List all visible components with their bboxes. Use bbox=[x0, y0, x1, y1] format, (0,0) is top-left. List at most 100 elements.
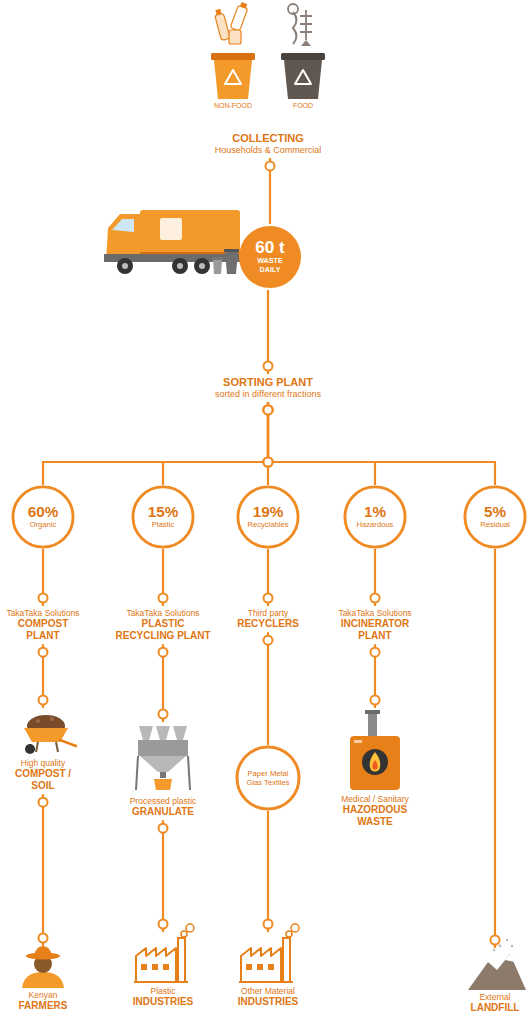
incinerator-part bbox=[365, 710, 380, 714]
product-node: Medical / SanitaryHAZORDOUS WASTE bbox=[325, 708, 425, 830]
node-heading: 19% bbox=[253, 504, 284, 520]
product-node: Processed plasticGRANULATE bbox=[113, 722, 213, 820]
incinerator-part bbox=[350, 736, 400, 790]
connector-dot bbox=[159, 824, 168, 833]
small-bins-part bbox=[225, 252, 238, 274]
node-text: GRANULATE bbox=[115, 806, 211, 818]
food-scraps-icon-part bbox=[293, 12, 297, 44]
connector-dot bbox=[264, 458, 273, 467]
garbage-truck-part bbox=[194, 258, 210, 274]
fraction-circle: 5%Residual bbox=[463, 485, 527, 549]
incinerator-part bbox=[368, 712, 377, 736]
node-heading: 60% bbox=[28, 504, 59, 520]
circle-shape bbox=[133, 487, 193, 547]
stage-label: COLLECTINGHouseholds & Commercial bbox=[158, 130, 378, 158]
factory-icon-materials-part bbox=[239, 924, 299, 982]
flow-line bbox=[268, 402, 375, 485]
node-text: sorted in different fractions bbox=[160, 389, 376, 400]
node-heading: FOOD bbox=[275, 102, 331, 110]
connector-dot bbox=[264, 458, 273, 467]
bottles-icon-part bbox=[230, 5, 248, 31]
wheelbarrow-compost-part bbox=[60, 740, 76, 746]
factory-icon-materials bbox=[239, 924, 299, 982]
connector-dot bbox=[264, 405, 273, 414]
wheelbarrow-compost-part bbox=[36, 719, 40, 723]
flow-line bbox=[268, 402, 495, 485]
recycling-bin-grey-part bbox=[284, 60, 322, 99]
incinerator-part bbox=[362, 749, 388, 775]
connector-dot bbox=[266, 161, 275, 170]
node-heading: NON-FOOD bbox=[205, 102, 261, 110]
bottles-icon-part bbox=[215, 13, 230, 40]
node-text: Recyclables bbox=[247, 520, 288, 529]
farmer-icon-part bbox=[34, 946, 52, 956]
flow-line bbox=[267, 811, 269, 932]
landfill-icon-part bbox=[499, 945, 502, 948]
node-text: LANDFILL bbox=[467, 1002, 523, 1014]
node-heading: TakaTaka Solutions bbox=[327, 608, 423, 618]
node-heading: Kenyan bbox=[2, 990, 84, 1000]
wheelbarrow-compost bbox=[24, 715, 76, 754]
granulate-machine-part bbox=[138, 740, 188, 756]
flow-line bbox=[494, 549, 496, 948]
recycling-bin-grey-part bbox=[281, 53, 325, 60]
connector-dot bbox=[39, 696, 48, 705]
node-text: Plastic bbox=[152, 520, 174, 529]
incinerator-part bbox=[372, 760, 377, 770]
node-text: Hazardous bbox=[357, 520, 394, 529]
node-text: HAZORDOUS WASTE bbox=[327, 804, 423, 828]
connector-dot bbox=[491, 936, 500, 945]
product-node: High qualityCOMPOST / SOIL bbox=[0, 708, 86, 794]
granulate-machine-part bbox=[173, 726, 187, 740]
flow-line bbox=[163, 402, 268, 485]
node-heading: 1% bbox=[364, 504, 386, 520]
connector-dot bbox=[371, 594, 380, 603]
landfill-icon-part bbox=[511, 945, 514, 948]
node-text: WASTE DAILY bbox=[250, 257, 290, 274]
flow-line bbox=[42, 794, 44, 946]
destination-node: ExternalLANDFILL bbox=[465, 948, 525, 1016]
node-heading: Third party bbox=[220, 608, 316, 618]
node-text: COMPOST / SOIL bbox=[2, 768, 84, 792]
landfill-icon-part bbox=[493, 949, 495, 951]
landfill-icon-part bbox=[468, 954, 526, 990]
bin-node: FOOD bbox=[273, 48, 333, 112]
food-scraps-icon-part bbox=[300, 10, 312, 40]
connector-dot bbox=[371, 696, 380, 705]
facility-label: Third partyRECYCLERS bbox=[218, 606, 318, 632]
factory-icon-plastic-part bbox=[134, 924, 194, 982]
recycling-bin-orange-part bbox=[214, 60, 252, 99]
node-text: INCINERATOR PLANT bbox=[327, 618, 423, 642]
garbage-truck-part bbox=[122, 263, 128, 269]
connector-dot bbox=[371, 648, 380, 657]
landfill-icon-part bbox=[505, 954, 515, 962]
node-heading: 60 t bbox=[255, 239, 284, 257]
node-text: INDUSTRIES bbox=[220, 996, 316, 1008]
connector-dot bbox=[264, 920, 273, 929]
node-heading: Paper Metal Glas Textiles bbox=[246, 769, 290, 787]
amount-circle: 60 tWASTE DAILY bbox=[237, 224, 303, 290]
bottles-icon bbox=[215, 2, 248, 44]
food-scraps-icon bbox=[288, 4, 312, 46]
fraction-circle: 1%Hazardous bbox=[343, 485, 407, 549]
node-text: PLASTIC RECYCLING PLANT bbox=[115, 618, 211, 642]
granulate-machine-part bbox=[140, 756, 186, 772]
circle-shape bbox=[237, 747, 299, 809]
granulate-machine bbox=[136, 726, 190, 790]
stage-label: SORTING PLANTsorted in different fractio… bbox=[158, 374, 378, 402]
node-heading: Plastic bbox=[115, 986, 211, 996]
garbage-truck-part bbox=[140, 210, 240, 260]
connector-dot bbox=[39, 798, 48, 807]
garbage-truck-part bbox=[117, 258, 133, 274]
node-heading: Processed plastic bbox=[115, 796, 211, 806]
node-heading: High quality bbox=[2, 758, 84, 768]
small-bins-part bbox=[212, 257, 223, 260]
circle-shape bbox=[238, 487, 298, 547]
food-scraps-icon-part bbox=[301, 40, 311, 46]
connector-dot bbox=[264, 636, 273, 645]
connector-dot bbox=[264, 362, 273, 371]
node-heading: SORTING PLANT bbox=[160, 376, 376, 389]
node-heading: Other Material bbox=[220, 986, 316, 996]
recycling-bin-orange bbox=[211, 53, 255, 99]
